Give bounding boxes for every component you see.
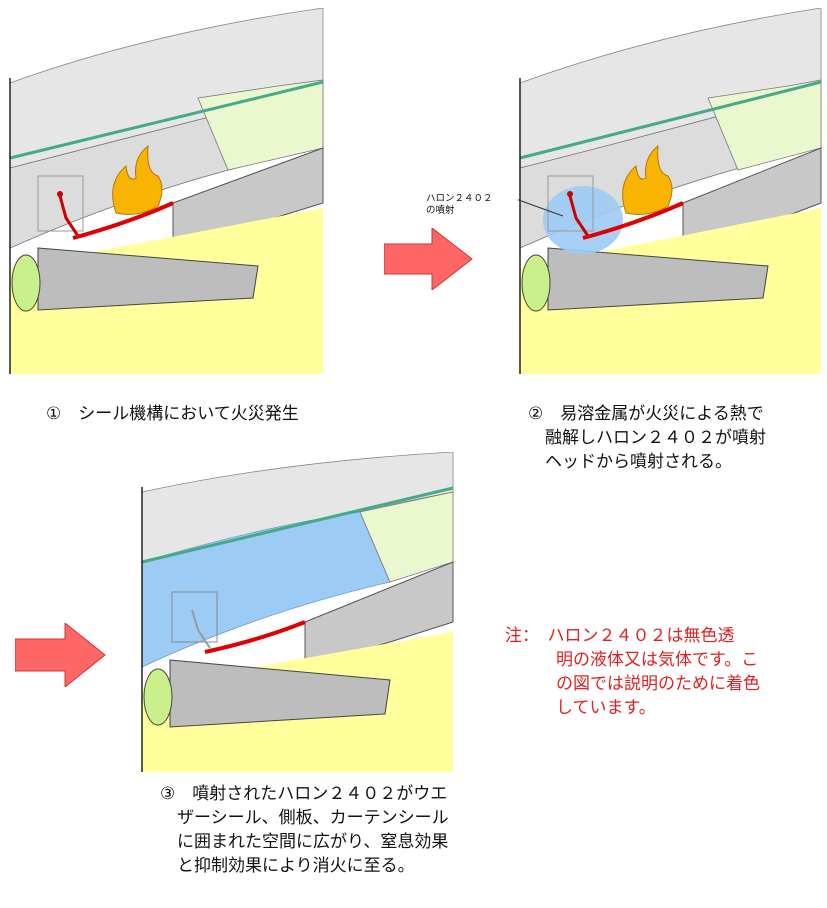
fire-icon-2 [622,144,673,215]
arrow-icon-to-3 [15,623,106,687]
tank-structure [9,8,328,374]
caption-step-2: ② 易溶金属が火災による熱で 融解しハロン２４０２が噴射 ヘッドから噴射される。 [528,404,766,472]
spray-head-icon [37,175,174,240]
caption-step-1: ① シール機構において火災発生 [46,404,299,424]
arrow-icon-1-to-2 [384,228,473,290]
caption-step-3: ③ 噴射されたハロン２４０２がウエ ザーシール、側板、カーテンシール に囲まれた… [160,784,449,876]
halon-spray-cloud [543,186,623,254]
tank-structure-3 [141,452,455,772]
diagram-step-3 [141,452,455,772]
diagram-step-2 [518,8,823,374]
spray-head-icon-3 [171,591,306,654]
spray-label: ハロン２４０２ の噴射 [426,193,493,216]
spray-head-icon-2 [518,175,684,240]
fire-icon [112,144,163,215]
diagram-step-1 [9,8,328,374]
note-text: 注： ハロン２４０２は無色透 明の液体又は気体です。こ の図では説明のために着色… [505,626,760,718]
